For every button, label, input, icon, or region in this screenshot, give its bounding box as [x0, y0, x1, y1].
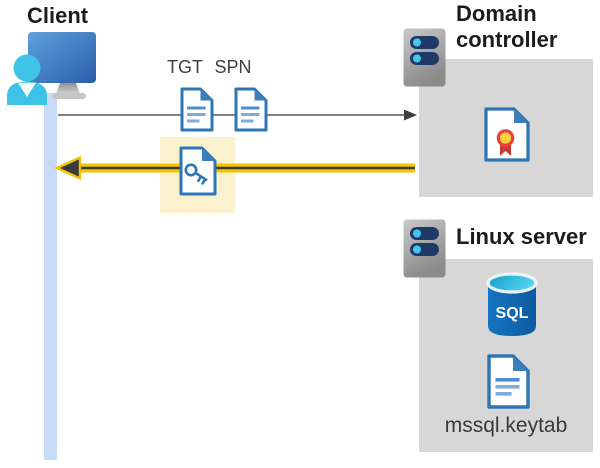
- spn-document-icon: [234, 87, 268, 132]
- linux-server-label: Linux server: [456, 224, 587, 249]
- key-document-icon: [179, 146, 217, 196]
- sql-label: SQL: [496, 305, 529, 322]
- client-lifeline-bar: [44, 93, 57, 460]
- person-collar: [18, 82, 36, 97]
- client-icon: [7, 32, 96, 105]
- keytab-document-icon: [487, 354, 530, 409]
- person-icon: [13, 54, 41, 82]
- tgt-document-icon: [180, 87, 214, 132]
- linux-server-icon: [403, 219, 446, 278]
- monitor-base: [52, 93, 86, 99]
- domain-controller-server-icon: [403, 28, 446, 87]
- domain-controller-label: Domain controller: [456, 1, 558, 52]
- key-icon: [184, 163, 208, 185]
- request-arrow-head: [404, 109, 417, 121]
- certificate-document-icon: [484, 107, 530, 162]
- response-arrow-head: [54, 155, 82, 181]
- keytab-filename: mssql.keytab: [444, 414, 568, 437]
- tgt-label: TGT: [167, 57, 203, 77]
- sql-database-icon: SQL: [486, 272, 538, 336]
- monitor-stand: [56, 83, 80, 94]
- monitor-icon: [28, 32, 96, 83]
- client-node-label: Client: [27, 3, 89, 28]
- spn-label: SPN: [214, 57, 252, 77]
